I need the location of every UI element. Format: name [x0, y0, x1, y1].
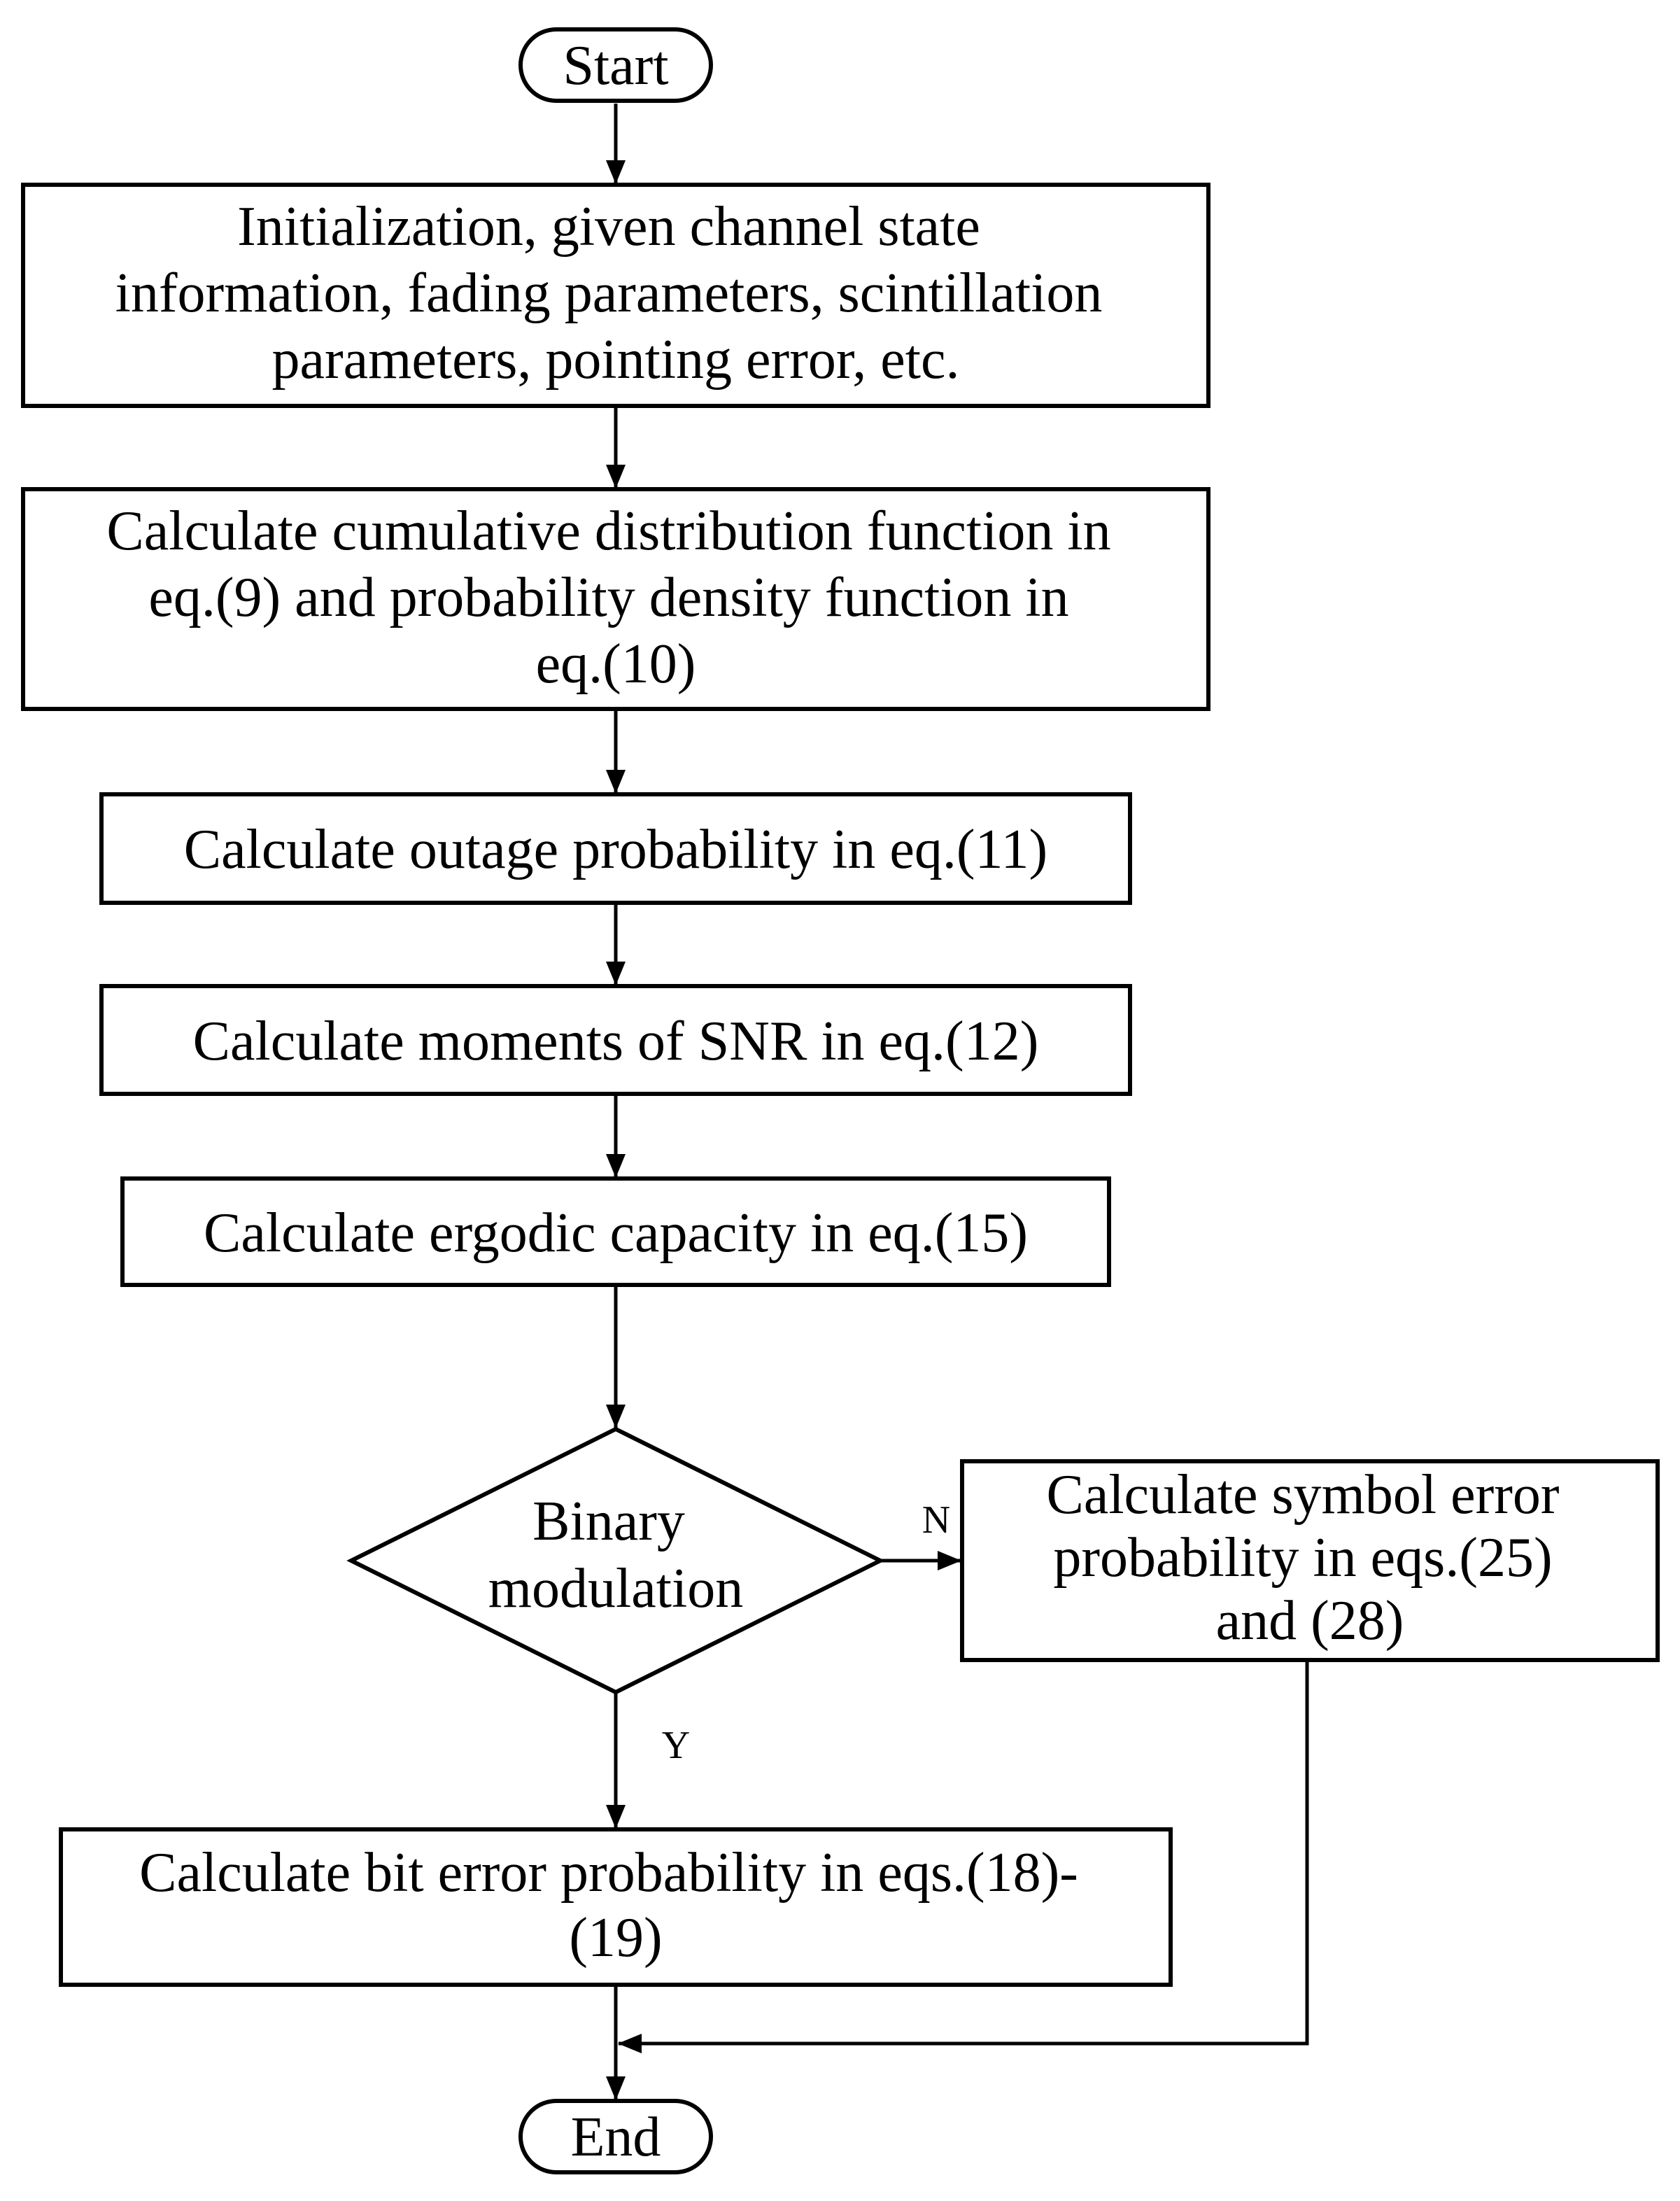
moments-line-1: Calculate moments of SNR in eq.(12)	[193, 1011, 1039, 1072]
cdf-pdf-line-3: eq.(10)	[536, 633, 696, 695]
decision-yes-label: Y	[662, 1724, 690, 1767]
step-ergodic-capacity: Calculate ergodic capacity in eq.(15)	[120, 1176, 1111, 1287]
initialization-line-1: Initialization, given channel state	[237, 196, 980, 258]
capacity-line-1: Calculate ergodic capacity in eq.(15)	[204, 1202, 1028, 1264]
ser-line-2: probability in eqs.(25)	[1053, 1527, 1552, 1589]
arrow-ser-to-merge	[618, 1660, 1309, 2053]
initialization-line-2: information, fading parameters, scintill…	[115, 262, 1103, 324]
cdf-pdf-line-2: eq.(9) and probability density function …	[148, 567, 1068, 628]
outage-text: Calculate outage probability in eq.(11)	[184, 819, 1047, 880]
decision-line-2: modulation	[488, 1558, 743, 1619]
cdf-pdf-line-1: Calculate cumulative distribution functi…	[106, 500, 1110, 562]
ser-line-3: and (28)	[1216, 1590, 1404, 1652]
decision-binary-modulation: Binary modulation	[346, 1426, 885, 1695]
end-label: End	[571, 2107, 661, 2168]
ser-line-1: Calculate symbol error	[1046, 1464, 1559, 1526]
start-label: Start	[563, 35, 668, 97]
step-outage-probability: Calculate outage probability in eq.(11)	[99, 792, 1132, 905]
capacity-text: Calculate ergodic capacity in eq.(15)	[204, 1202, 1028, 1264]
step-initialization: Initialization, given channel state info…	[21, 183, 1210, 408]
decision-line-1: Binary	[532, 1491, 685, 1552]
connectors	[606, 104, 1309, 2100]
ber-text: Calculate bit error probability in eqs.(…	[139, 1842, 1092, 1969]
decision-no-label: N	[922, 1498, 950, 1542]
step-moments-of-snr: Calculate moments of SNR in eq.(12)	[99, 984, 1132, 1096]
step-bit-error-probability: Calculate bit error probability in eqs.(…	[59, 1827, 1173, 1987]
start-terminal: Start	[518, 27, 713, 103]
initialization-text: Initialization, given channel state info…	[115, 196, 1117, 391]
end-terminal: End	[518, 2099, 713, 2174]
cdf-pdf-text: Calculate cumulative distribution functi…	[106, 500, 1124, 695]
moments-text: Calculate moments of SNR in eq.(12)	[193, 1011, 1039, 1072]
ber-line-1: Calculate bit error probability in eqs.(…	[139, 1842, 1078, 1904]
ber-line-2: (19)	[569, 1907, 662, 1969]
step-symbol-error-probability: Calculate symbol error probability in eq…	[960, 1459, 1660, 1662]
step-cdf-pdf: Calculate cumulative distribution functi…	[21, 487, 1210, 711]
decision-text: Binary modulation	[488, 1491, 743, 1619]
outage-line-1: Calculate outage probability in eq.(11)	[184, 819, 1047, 880]
ser-text: Calculate symbol error probability in eq…	[1046, 1464, 1573, 1652]
initialization-line-3: parameters, pointing error, etc.	[271, 329, 959, 391]
